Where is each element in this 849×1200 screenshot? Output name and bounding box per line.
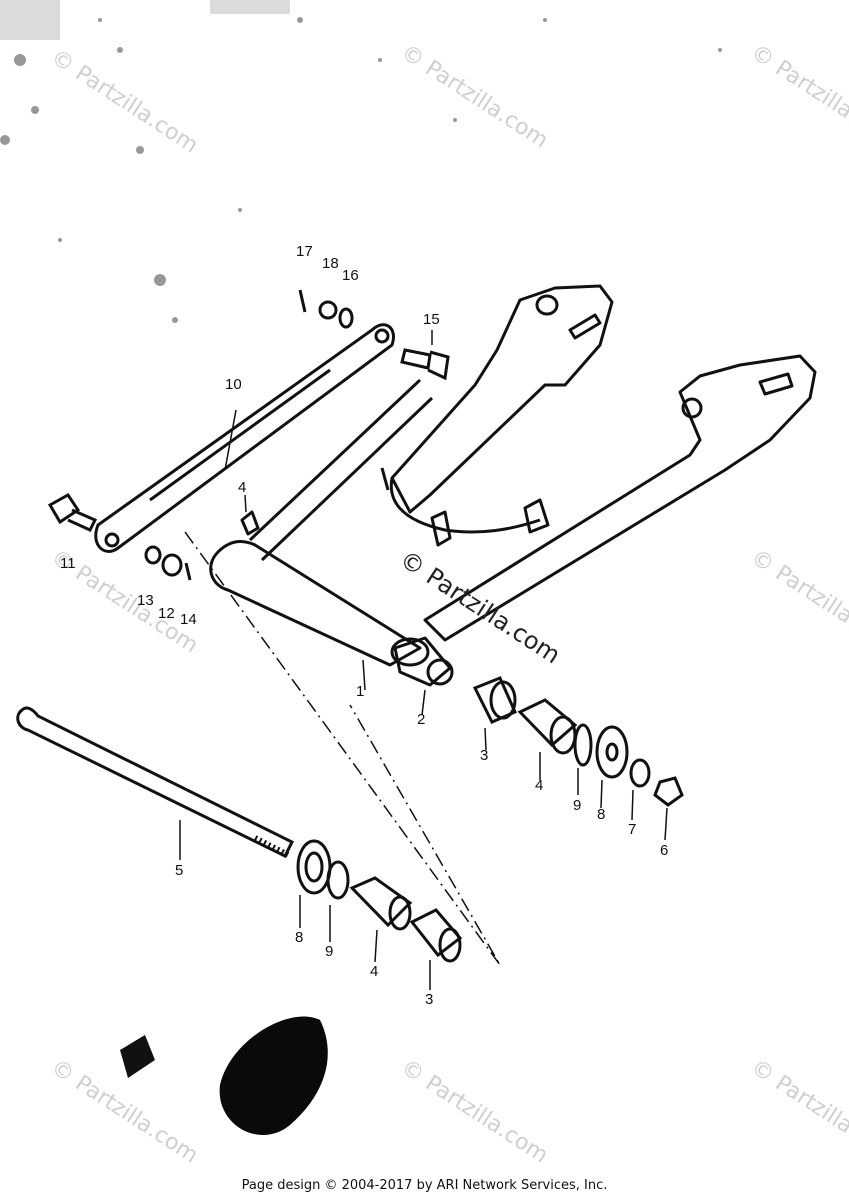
callout-17: 17 xyxy=(296,243,313,260)
callout-10: 10 xyxy=(225,376,242,393)
callout-9: 9 xyxy=(325,943,334,960)
scan-noise xyxy=(0,0,722,323)
ink-blob xyxy=(219,1016,328,1136)
footer-copyright: Page design © 2004-2017 by ARI Network S… xyxy=(241,1178,608,1193)
callout-8: 8 xyxy=(597,806,606,823)
callout-13: 13 xyxy=(137,592,154,609)
assembly-guide xyxy=(184,531,501,966)
callout-4: 4 xyxy=(370,963,379,980)
bushings-right xyxy=(472,676,684,807)
callout-7: 7 xyxy=(628,821,637,838)
callout-18: 18 xyxy=(322,255,339,272)
leader-lines xyxy=(179,330,668,990)
bolt-11 xyxy=(47,493,98,532)
callout-16: 16 xyxy=(342,267,359,284)
clip-part xyxy=(120,1035,155,1078)
callout-4: 4 xyxy=(535,777,544,794)
pivot-shaft xyxy=(16,706,295,859)
callout-8: 8 xyxy=(295,929,304,946)
callout-6: 6 xyxy=(660,842,669,859)
bolt-15 xyxy=(400,348,450,381)
callout-2: 2 xyxy=(417,711,426,728)
callout-11: 11 xyxy=(60,555,76,572)
bushings-left xyxy=(296,839,463,963)
callout-5: 5 xyxy=(175,862,184,879)
callout-9: 9 xyxy=(573,797,582,814)
callout-4: 4 xyxy=(238,479,247,496)
swingarm xyxy=(209,284,817,687)
torque-link xyxy=(94,323,395,553)
callout-3: 3 xyxy=(425,991,434,1008)
callout-3: 3 xyxy=(480,747,489,764)
small-hardware xyxy=(144,289,354,581)
callout-14: 14 xyxy=(180,611,197,628)
callout-15: 15 xyxy=(423,311,440,328)
callout-12: 12 xyxy=(158,605,175,622)
callout-1: 1 xyxy=(356,683,365,700)
